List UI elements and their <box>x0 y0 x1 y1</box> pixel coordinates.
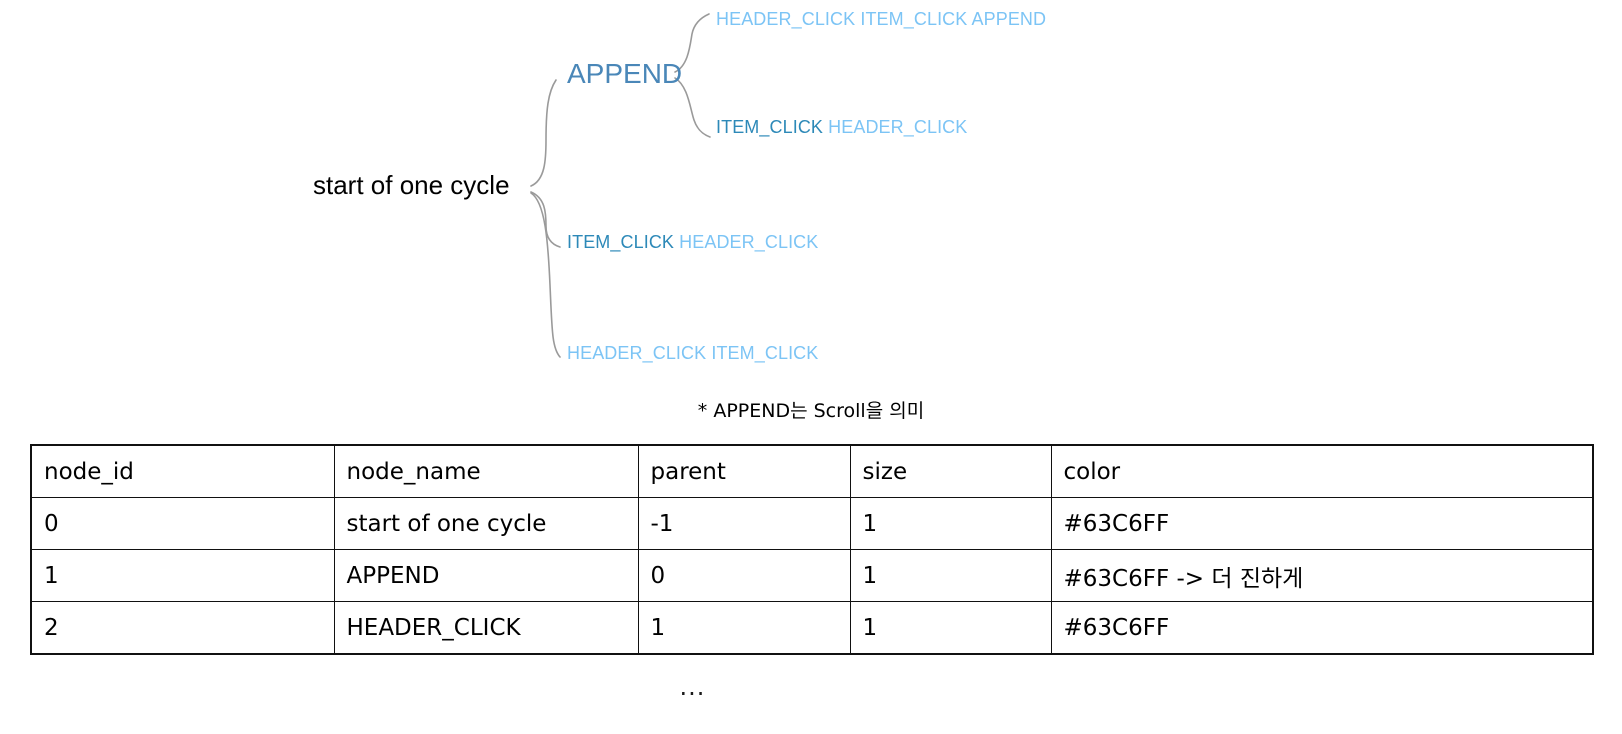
leaf-4-token-2: ITEM_CLICK <box>711 343 819 363</box>
cell-size: 1 <box>849 601 1052 655</box>
leaf-3-token-2: HEADER_CLICK <box>679 232 819 252</box>
leaf-3-token-1: ITEM_CLICK <box>567 232 675 252</box>
table-header-row: node_id node_name parent size color <box>30 444 1594 498</box>
tree-leaf-3: ITEM_CLICK HEADER_CLICK <box>567 233 818 251</box>
cell-node-id: 2 <box>30 601 335 655</box>
table-header-size: size <box>849 444 1052 498</box>
table-header-parent: parent <box>637 444 851 498</box>
tree-leaf-2: ITEM_CLICK HEADER_CLICK <box>716 118 967 136</box>
leaf-1-token-1: HEADER_CLICK <box>716 9 856 29</box>
cell-node-id: 0 <box>30 497 335 550</box>
table-header-color: color <box>1050 444 1594 498</box>
tree-diagram: start of one cycle APPEND HEADER_CLICK I… <box>313 10 1046 362</box>
table-row: 0 start of one cycle -1 1 #63C6FF <box>30 497 1594 550</box>
cell-parent: 0 <box>637 549 851 602</box>
table-header-node-id: node_id <box>30 444 335 498</box>
cell-node-name: APPEND <box>333 549 639 602</box>
table-row: 1 APPEND 0 1 #63C6FF -> 더 진하게 <box>30 549 1594 602</box>
cell-node-name: HEADER_CLICK <box>333 601 639 655</box>
cell-node-name: start of one cycle <box>333 497 639 550</box>
cell-node-id: 1 <box>30 549 335 602</box>
tree-root-label: start of one cycle <box>313 170 510 200</box>
tree-leaf-1: HEADER_CLICK ITEM_CLICK APPEND <box>716 10 1046 28</box>
tree-connectors <box>530 13 711 358</box>
table-ellipsis: ... <box>679 673 706 701</box>
cell-color: #63C6FF <box>1050 601 1594 655</box>
table-header-node-name: node_name <box>333 444 639 498</box>
tree-node-append-label: APPEND <box>567 58 683 89</box>
leaf-1-token-3: APPEND <box>971 9 1047 29</box>
leaf-2-token-2: HEADER_CLICK <box>828 117 968 137</box>
node-table: node_id node_name parent size color 0 st… <box>30 444 1594 655</box>
cell-size: 1 <box>849 549 1052 602</box>
cell-parent: 1 <box>637 601 851 655</box>
cell-parent: -1 <box>637 497 851 550</box>
leaf-4-token-1: HEADER_CLICK <box>567 343 707 363</box>
cell-size: 1 <box>849 497 1052 550</box>
cell-color: #63C6FF <box>1050 497 1594 550</box>
tree-leaf-4: HEADER_CLICK ITEM_CLICK <box>567 344 818 362</box>
append-scroll-note: * APPEND는 Scroll을 의미 <box>697 400 925 422</box>
leaf-1-token-2: ITEM_CLICK <box>860 9 968 29</box>
cell-color: #63C6FF -> 더 진하게 <box>1050 549 1594 602</box>
leaf-2-token-1: ITEM_CLICK <box>716 117 824 137</box>
table-row: 2 HEADER_CLICK 1 1 #63C6FF <box>30 601 1594 655</box>
